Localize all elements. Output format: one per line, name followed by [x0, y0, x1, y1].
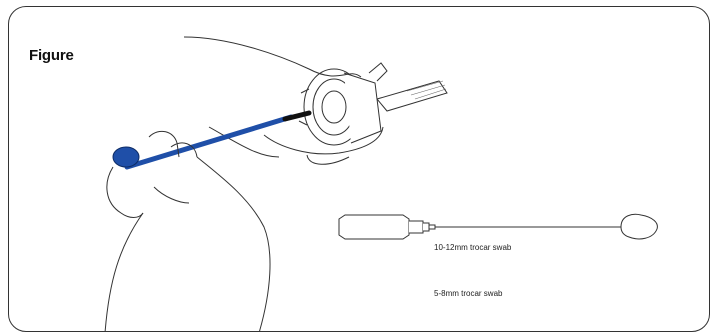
trocar-device [299, 63, 447, 145]
swab-10-12mm [339, 214, 657, 239]
trocar-swab-illustration [9, 7, 710, 332]
figure-frame: Figure [8, 6, 710, 332]
swab-5-8mm-label: 5-8mm trocar swab [434, 289, 502, 298]
swab-10-12mm-label: 10-12mm trocar swab [434, 243, 511, 252]
inserted-swab [113, 113, 309, 167]
